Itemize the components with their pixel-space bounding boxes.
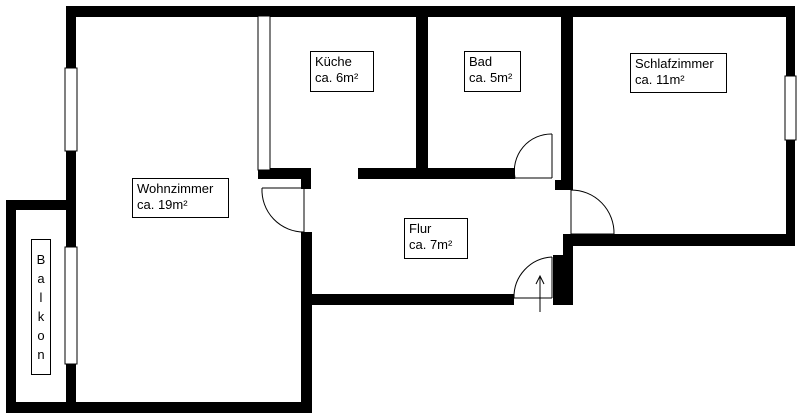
wall-schlafzimmer-bottom: [555, 180, 573, 190]
wall-flur-left: [301, 232, 312, 413]
room-name: Küche: [315, 54, 352, 69]
window-schlafzimmer: [784, 75, 797, 141]
wall-right-step: [571, 234, 795, 246]
room-area: ca. 7m²: [409, 237, 453, 252]
balkon-letter: k: [37, 309, 45, 324]
window-wohnzimmer-bottom: [64, 246, 78, 365]
entry-arrow: [535, 274, 545, 312]
wall-right-lower: [563, 234, 573, 305]
door-wohnzimmer: [261, 187, 305, 233]
balkon-letter: n: [37, 347, 45, 362]
room-label-bad: Bad ca. 5m²: [464, 51, 521, 92]
room-label-kueche: Küche ca. 6m²: [310, 51, 374, 92]
balkon-letter: B: [36, 252, 46, 267]
window-wohnzimmer-top: [64, 67, 78, 152]
room-label-balkon: B a l k o n: [31, 239, 51, 375]
room-label-wohnzimmer: Wohnzimmer ca. 19m²: [132, 178, 229, 218]
wall-bad-schlafzimmer: [561, 6, 573, 180]
room-name: Flur: [409, 221, 432, 236]
door-schlafzimmer: [570, 189, 615, 235]
opening-kueche: [257, 15, 271, 171]
wall-kueche-bottom: [258, 168, 306, 179]
wall-entry-right: [553, 255, 563, 305]
room-area: ca. 19m²: [137, 197, 188, 212]
room-label-flur: Flur ca. 7m²: [404, 218, 468, 259]
wall-balkon-left: [6, 200, 16, 413]
door-entry: [513, 256, 553, 299]
balkon-letter: o: [37, 328, 45, 343]
wall-balkon-top: [6, 200, 71, 210]
wall-kueche-bottom-stub: [301, 168, 311, 189]
windows: [64, 15, 797, 365]
entry-arrow-head: [535, 274, 545, 285]
balkon-letter: a: [37, 271, 45, 286]
room-area: ca. 6m²: [315, 70, 359, 85]
room-name: Schlafzimmer: [635, 56, 714, 71]
room-area: ca. 11m²: [635, 72, 685, 87]
room-area: ca. 5m²: [469, 70, 513, 85]
wall-top: [66, 6, 794, 17]
doors: [261, 133, 615, 299]
wall-flur-bottom: [301, 294, 514, 305]
walls: [6, 6, 795, 413]
wall-bad-bottom: [358, 168, 515, 179]
room-name: Wohnzimmer: [137, 181, 214, 196]
balkon-letter: l: [39, 290, 43, 305]
wall-bottom-wohnzimmer: [6, 402, 312, 413]
room-name: Bad: [469, 54, 493, 69]
door-bad: [513, 133, 553, 179]
wall-kueche-bad: [416, 6, 428, 177]
room-label-schlafzimmer: Schlafzimmer ca. 11m²: [630, 53, 727, 93]
